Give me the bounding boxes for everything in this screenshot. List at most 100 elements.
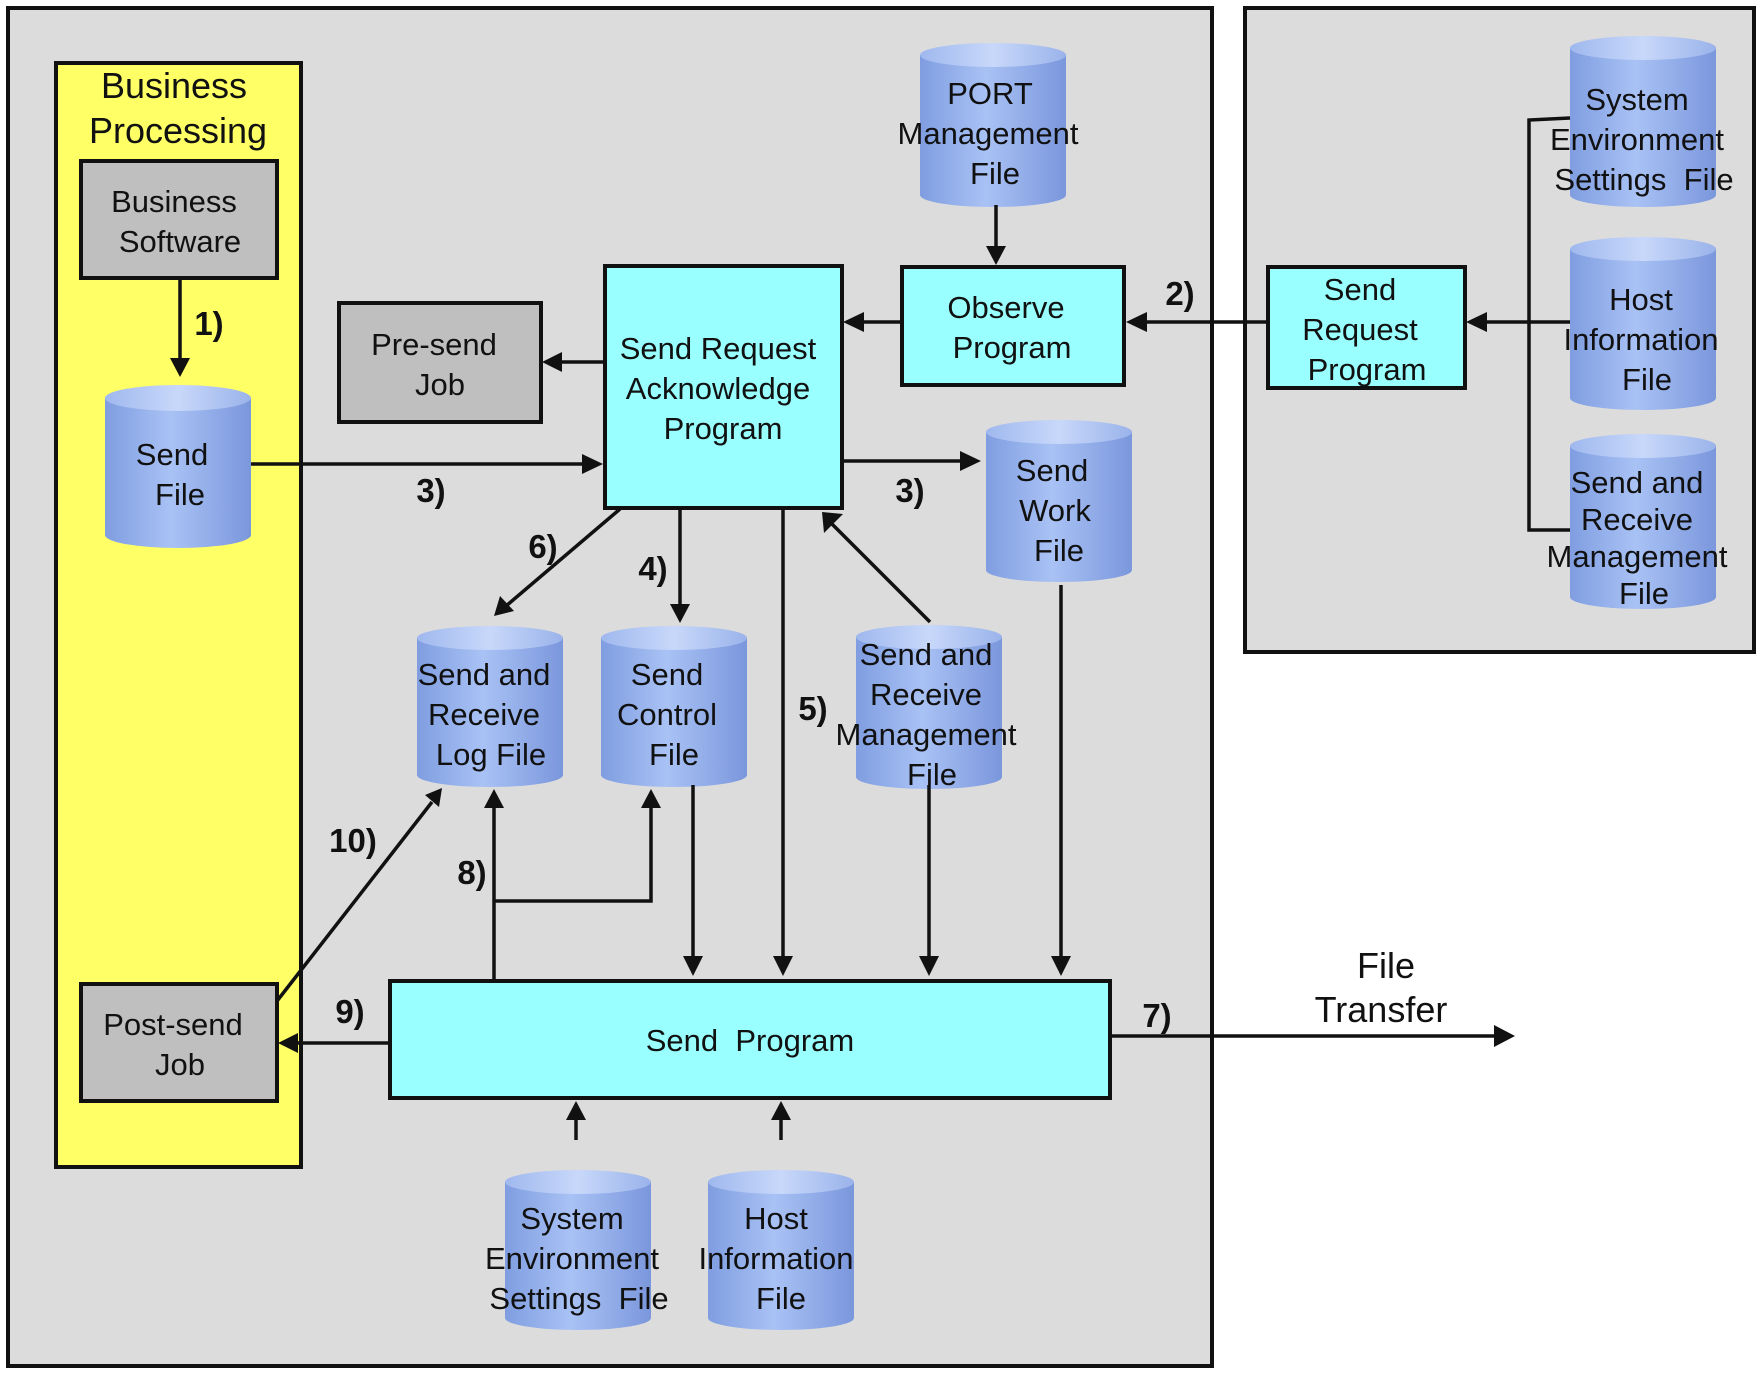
post-send-job-label-2: Job bbox=[155, 1047, 205, 1082]
system-environment-settings-file-bottom-cylinder: System Environment Settings File bbox=[485, 1170, 669, 1330]
srp-label-1: Send bbox=[1324, 272, 1396, 307]
port-file-label-1: PORT bbox=[947, 76, 1033, 111]
host-information-file-right-cylinder: Host Information File bbox=[1563, 237, 1719, 410]
sra-label-2: Acknowledge bbox=[626, 371, 810, 406]
host-bottom-label-3: File bbox=[756, 1281, 806, 1316]
pre-send-job-label-2: Job bbox=[415, 367, 465, 402]
work-file-label-1: Send bbox=[1016, 453, 1088, 488]
port-file-label-3: File bbox=[970, 156, 1020, 191]
right-bracket bbox=[1527, 116, 1571, 532]
arrow-mgmt-send-head bbox=[919, 956, 939, 976]
sys-env-bottom-label-2: Environment bbox=[485, 1241, 659, 1276]
observe-program-box: Observe Program bbox=[900, 265, 1126, 387]
mgmt-mid-label-3: Management bbox=[836, 717, 1017, 752]
flow-arrows bbox=[170, 116, 1571, 1140]
send-file-cylinder: Send File bbox=[105, 385, 251, 548]
sys-env-right-label-2: Environment bbox=[1550, 122, 1724, 157]
post-send-job-box: Post-send Job bbox=[79, 982, 279, 1103]
arrow-port-head bbox=[986, 246, 1006, 265]
file-transfer-label-2: Transfer bbox=[1315, 989, 1448, 1030]
srp-label-3: Program bbox=[1308, 352, 1427, 387]
arrow-mgmt-sra-head bbox=[822, 512, 843, 533]
arrow-8-control-head bbox=[641, 789, 661, 808]
file-transfer-label-1: File bbox=[1357, 945, 1415, 986]
send-request-acknowledge-program-box: Send Request Acknowledge Program bbox=[603, 264, 844, 510]
work-file-label-2: Work bbox=[1019, 493, 1091, 528]
arrow-observe-sra-head bbox=[843, 312, 864, 332]
send-receive-management-file-right-cylinder: Send and Receive Management File bbox=[1547, 434, 1728, 611]
arrow-7-head bbox=[1494, 1025, 1515, 1047]
work-file-label-3: File bbox=[1034, 533, 1084, 568]
arrow-8-log-head bbox=[484, 789, 504, 808]
send-program-box: Send Program bbox=[388, 979, 1112, 1100]
host-right-label-1: Host bbox=[1609, 282, 1673, 317]
log-file-label-1: Send and bbox=[418, 657, 551, 692]
port-file-label-2: Management bbox=[898, 116, 1079, 151]
step-9: 9) bbox=[335, 993, 364, 1030]
arrow-4-head bbox=[670, 604, 690, 623]
step-2: 2) bbox=[1165, 275, 1194, 312]
sys-env-right-label-3: Settings File bbox=[1554, 162, 1733, 197]
business-processing-title-line1: Business bbox=[101, 65, 247, 106]
sra-label-1: Send Request bbox=[620, 331, 817, 366]
step-1: 1) bbox=[194, 305, 223, 342]
host-right-label-2: Information bbox=[1563, 322, 1718, 357]
mgmt-right-label-2: Receive bbox=[1581, 502, 1693, 537]
sys-env-bottom-label-3: Settings File bbox=[489, 1281, 668, 1316]
send-control-file-cylinder: Send Control File bbox=[601, 626, 747, 787]
business-processing-title-line2: Processing bbox=[89, 110, 267, 151]
step-6: 6) bbox=[528, 528, 557, 565]
step-3b: 3) bbox=[895, 472, 924, 509]
arrow-3b-head bbox=[960, 451, 981, 471]
arrow-5-head bbox=[773, 956, 793, 976]
control-file-label-3: File bbox=[649, 737, 699, 772]
step-3a: 3) bbox=[416, 472, 445, 509]
business-software-label-1: Business bbox=[111, 184, 237, 219]
step-10: 10) bbox=[329, 822, 377, 859]
arrow-bracket-srp-head bbox=[1466, 312, 1487, 332]
arrow-work-send-head bbox=[1051, 956, 1071, 976]
arrow-host-send-head bbox=[771, 1101, 791, 1120]
arrow-control-send-head bbox=[683, 956, 703, 976]
send-file-label-2: File bbox=[155, 477, 205, 512]
sys-env-bottom-label-1: System bbox=[520, 1201, 623, 1236]
arrow-6 bbox=[504, 507, 622, 608]
host-bottom-label-2: Information bbox=[698, 1241, 853, 1276]
port-management-file-cylinder: PORT Management File bbox=[898, 43, 1079, 207]
arrow-pre-send-head bbox=[542, 352, 562, 372]
observe-label-1: Observe bbox=[947, 290, 1064, 325]
host-right-label-3: File bbox=[1622, 362, 1672, 397]
host-information-file-bottom-cylinder: Host Information File bbox=[698, 1170, 854, 1330]
mgmt-mid-label-1: Send and bbox=[860, 637, 993, 672]
control-file-label-1: Send bbox=[631, 657, 703, 692]
arrow-10 bbox=[275, 800, 434, 1003]
system-environment-settings-file-right-cylinder: System Environment Settings File bbox=[1550, 36, 1734, 207]
arrow-8-control bbox=[494, 806, 653, 903]
arrow-1-head bbox=[170, 358, 190, 377]
post-send-job-label-1: Post-send bbox=[103, 1007, 243, 1042]
send-program-label: Send Program bbox=[646, 1023, 855, 1058]
business-software-label-2: Software bbox=[119, 224, 241, 259]
srp-label-2: Request bbox=[1302, 312, 1418, 347]
mgmt-right-label-4: File bbox=[1619, 576, 1669, 611]
arrow-10-head bbox=[425, 788, 442, 807]
log-file-label-3: Log File bbox=[436, 737, 546, 772]
arrow-3a-head bbox=[582, 454, 603, 474]
send-work-file-cylinder: Send Work File bbox=[986, 420, 1132, 582]
observe-label-2: Program bbox=[953, 330, 1072, 365]
arrow-9-head bbox=[278, 1033, 298, 1053]
step-4: 4) bbox=[638, 550, 667, 587]
step-7: 7) bbox=[1142, 997, 1171, 1034]
step-8: 8) bbox=[457, 854, 486, 891]
pre-send-job-box: Pre-send Job bbox=[337, 301, 543, 424]
arrow-sysenv-send-head bbox=[566, 1101, 586, 1120]
send-file-label-1: Send bbox=[136, 437, 208, 472]
step-labels: 1) 2) 3) 3) 4) 5) 6) 7) 8) 9) 10) bbox=[194, 275, 1194, 1034]
send-receive-log-file-cylinder: Send and Receive Log File bbox=[417, 626, 563, 787]
host-bottom-label-1: Host bbox=[744, 1201, 808, 1236]
sra-label-3: Program bbox=[664, 411, 783, 446]
mgmt-mid-label-4: File bbox=[907, 757, 957, 792]
sys-env-right-label-1: System bbox=[1585, 82, 1688, 117]
arrow-6-head bbox=[494, 596, 514, 616]
mgmt-right-label-1: Send and bbox=[1571, 465, 1704, 500]
